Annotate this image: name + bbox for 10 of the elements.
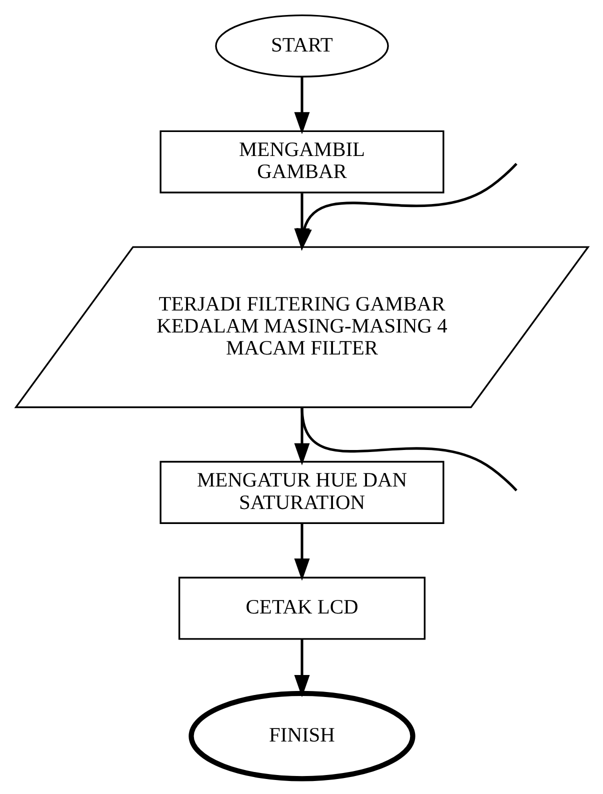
arrow bbox=[294, 639, 310, 698]
node-ellipse: FINISH bbox=[188, 690, 415, 782]
node-box: MENGATUR HUE DAN SATURATION bbox=[159, 460, 444, 524]
arrow bbox=[294, 77, 310, 134]
node-box: CETAK LCD bbox=[178, 576, 426, 640]
connector bbox=[300, 407, 517, 492]
node-ellipse: START bbox=[214, 14, 388, 78]
arrow bbox=[294, 524, 310, 581]
node-box: MENGAMBIL GAMBAR bbox=[159, 130, 444, 194]
arrow bbox=[294, 407, 310, 466]
